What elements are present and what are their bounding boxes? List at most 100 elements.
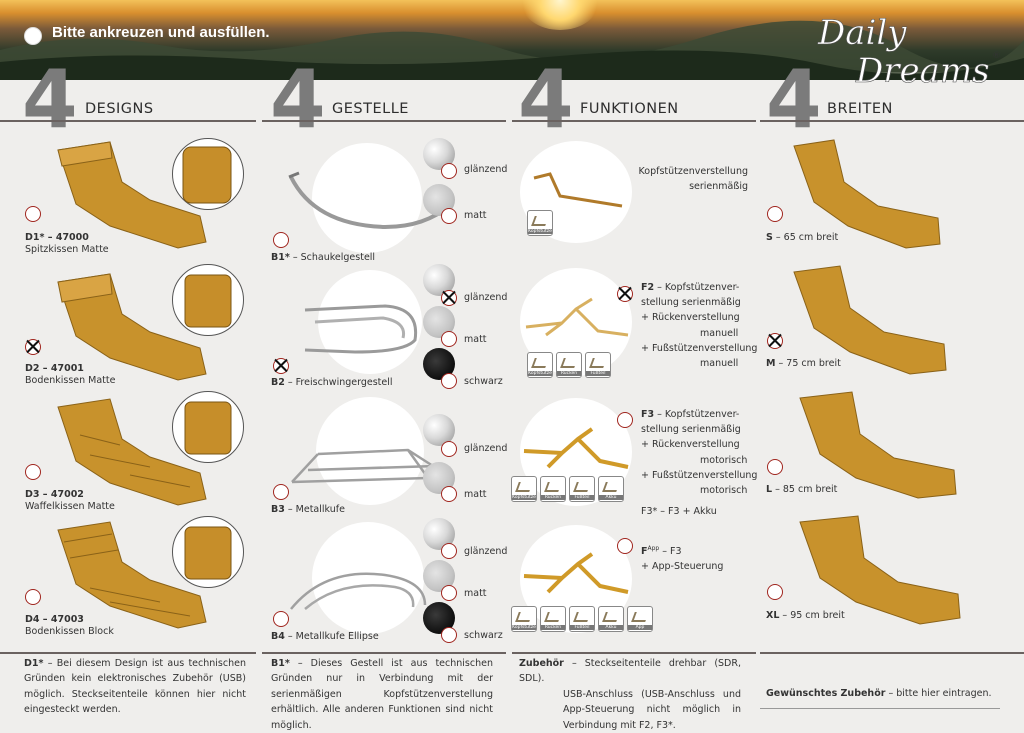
detail-zoom-d1 [172, 138, 244, 210]
b3-matt-label: matt [464, 489, 487, 500]
design-d4-checkbox[interactable] [25, 589, 41, 605]
width-s-label: S – 65 cm breit [766, 232, 839, 243]
gestell-b1-checkbox[interactable] [273, 232, 289, 248]
b3-glaenzend-label: glänzend [464, 443, 508, 454]
design-d3-checkbox[interactable] [25, 464, 41, 480]
section-title-breiten: BREITEN [827, 101, 893, 117]
function-f2-checkbox[interactable] [617, 286, 633, 302]
section-number-breiten: 4 [766, 53, 822, 146]
backrest-icon: Rücken [540, 476, 566, 502]
mechanism-image-fapp [523, 552, 629, 594]
f3-akku-note: F3* – F3 + Akku [641, 506, 717, 517]
lounger-image-d3 [57, 398, 207, 506]
f3-description: F3 – Kopfstützenver- stellung serienmäßi… [641, 409, 758, 496]
section-title-designs: DESIGNS [85, 101, 154, 117]
section-rule [512, 120, 756, 122]
frame-image-b2 [304, 304, 418, 354]
mechanism-image-f1 [533, 172, 623, 208]
gestell-b3-checkbox[interactable] [273, 484, 289, 500]
function-fapp-checkbox[interactable] [617, 538, 633, 554]
gestell-b4-checkbox[interactable] [273, 611, 289, 627]
headrest-icon: Kopfstütze [527, 352, 553, 378]
gestell-b4-label: B4 – Metallkufe Ellipse [271, 631, 379, 642]
lounger-image-d4 [57, 521, 207, 629]
b2-matt-checkbox[interactable] [441, 331, 457, 347]
b4-schwarz-checkbox[interactable] [441, 627, 457, 643]
section-number-gestelle: 4 [270, 53, 326, 146]
footer-rule [512, 652, 756, 654]
header-checkbox-sample [24, 27, 42, 45]
gestell-b2-label: B2 – Freischwingergestell [271, 377, 393, 388]
function-f3-checkbox[interactable] [617, 412, 633, 428]
frame-backdrop [312, 522, 424, 634]
backrest-icon: Rücken [540, 606, 566, 632]
b4-matt-checkbox[interactable] [441, 585, 457, 601]
headrest-icon: Kopfstütze [527, 210, 553, 236]
b1-matt-checkbox[interactable] [441, 208, 457, 224]
hills-image [0, 20, 1024, 80]
svg-text:Daily: Daily [817, 13, 907, 53]
design-d1-checkbox[interactable] [25, 206, 41, 222]
width-l-checkbox[interactable] [767, 459, 783, 475]
footnote-b1: B1* – Dieses Gestell ist aus technischen… [271, 658, 493, 731]
frame-image-b4 [290, 572, 427, 610]
svg-text:®: ® [992, 51, 1001, 61]
function-icons-fapp: Kopfstütze Rücken Fußteil Akku App [511, 606, 653, 632]
lounger-image-d1 [57, 141, 207, 249]
width-xl-checkbox[interactable] [767, 584, 783, 600]
frame-image-b3 [291, 448, 437, 484]
header-banner: Bitte ankreuzen und ausfüllen. [0, 0, 1024, 80]
b3-matt-checkbox[interactable] [441, 486, 457, 502]
b2-schwarz-checkbox[interactable] [441, 373, 457, 389]
footnote-wunsch: Gewünschtes Zubehör – bitte hier eintrag… [766, 688, 992, 699]
battery-icon: Akku [598, 476, 624, 502]
smartphone-icon: App [627, 606, 653, 632]
function-icons-f3: Kopfstütze Rücken Fußteil Akku [511, 476, 624, 502]
design-d2-checkbox[interactable] [25, 339, 41, 355]
b4-glaenzend-label: glänzend [464, 546, 508, 557]
section-title-gestelle: GESTELLE [332, 101, 409, 117]
footer-rule [760, 652, 1024, 654]
lounger-image-d2 [57, 273, 207, 381]
width-l-label: L – 85 cm breit [766, 484, 838, 495]
width-s-checkbox[interactable] [767, 206, 783, 222]
section-rule [760, 120, 1024, 122]
frame-backdrop [312, 143, 422, 253]
b2-matt-label: matt [464, 334, 487, 345]
gestell-b3-label: B3 – Metallkufe [271, 504, 345, 515]
b3-glaenzend-checkbox[interactable] [441, 441, 457, 457]
zubehoer-entry-line[interactable] [760, 708, 1000, 709]
b2-glaenzend-checkbox[interactable] [441, 290, 457, 306]
gestell-b2-checkbox[interactable] [273, 358, 289, 374]
b1-glaenzend-checkbox[interactable] [441, 163, 457, 179]
footnote-d1: D1* – Bei diesem Design ist aus technisc… [24, 658, 246, 716]
lounger-image-xl [799, 515, 961, 625]
instruction-text: Bitte ankreuzen und ausfüllen. [52, 24, 270, 41]
width-xl-label: XL – 95 cm breit [766, 610, 845, 621]
section-rule [262, 120, 506, 122]
function-icons-f2: Kopfstütze Rücken Fußteil [527, 352, 611, 378]
footer-rule [262, 652, 506, 654]
footrest-icon: Fußteil [569, 606, 595, 632]
lounger-image-m [793, 265, 947, 375]
backrest-icon: Rücken [556, 352, 582, 378]
headrest-icon: Kopfstütze [511, 606, 537, 632]
daily-dreams-logo: Daily Dreams ® [817, 13, 1001, 92]
b4-glaenzend-checkbox[interactable] [441, 543, 457, 559]
frame-image-b1 [288, 171, 452, 230]
footrest-icon: Fußteil [569, 476, 595, 502]
headrest-icon: Kopfstütze [511, 476, 537, 502]
detail-zoom-d2 [172, 264, 244, 336]
b2-schwarz-label: schwarz [464, 376, 503, 387]
detail-zoom-d3 [172, 391, 244, 463]
b2-glaenzend-label: glänzend [464, 292, 508, 303]
width-m-checkbox[interactable] [767, 333, 783, 349]
b4-matt-label: matt [464, 588, 487, 599]
footnote-zubehoer: Zubehör – Steckseitenteile drehbar (SDR,… [519, 658, 741, 731]
b1-matt-label: matt [464, 210, 487, 221]
finish-glossy-swatch [423, 414, 455, 446]
